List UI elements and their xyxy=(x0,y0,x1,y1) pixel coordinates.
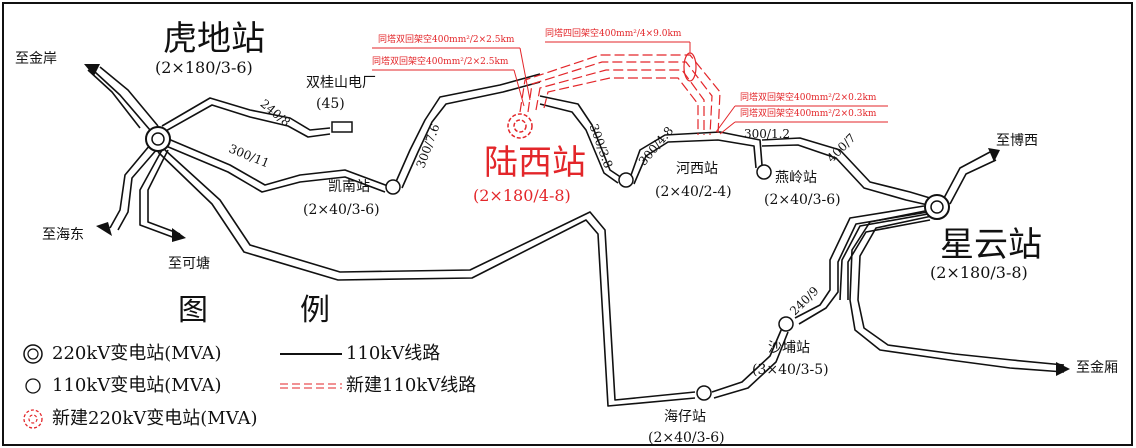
dest-haidong: 至海东 xyxy=(42,227,84,243)
lines-new-110kv xyxy=(519,54,721,136)
xingyun-capacity: (2×180/3-8) xyxy=(930,263,1028,282)
dest-jinan: 至金岸 xyxy=(15,51,57,67)
line-label: 300/1.2 xyxy=(744,127,791,141)
legend-110kv: 110kV变电站(MVA) xyxy=(52,375,222,396)
shabu-name: 沙埔站 xyxy=(768,340,810,356)
annotation: 同塔双回架空400mm²/2×0.3km xyxy=(740,109,877,119)
legend-220kv: 220kV变电站(MVA) xyxy=(52,343,222,364)
shabu-capacity: (3×40/3-5) xyxy=(752,362,829,378)
legend-title-1: 图 xyxy=(178,293,208,328)
dest-jinxiang: 至金厢 xyxy=(1076,360,1118,376)
kainan-name: 凯南站 xyxy=(328,179,370,195)
shabu-110kv-symbol xyxy=(778,316,794,332)
annotation: 同塔双回架空400mm²/2×0.2km xyxy=(740,93,877,103)
hexi-capacity: (2×40/2-4) xyxy=(655,184,732,200)
legend-new-110kv-line: 新建110kV线路 xyxy=(346,375,477,396)
annotation: 同塔双回架空400mm²/2×2.5km xyxy=(372,57,509,67)
hexi-name: 河西站 xyxy=(676,161,718,177)
xingyun-name: 星云站 xyxy=(940,225,1042,265)
yanling-110kv-symbol xyxy=(756,164,772,180)
luxi-name: 陆西站 xyxy=(484,143,586,183)
dest-ketang: 至可塘 xyxy=(168,256,210,272)
yanling-name: 燕岭站 xyxy=(775,170,817,186)
legend-110kv-line: 110kV线路 xyxy=(346,343,441,364)
haizai-capacity: (2×40/3-6) xyxy=(648,430,725,446)
dest-boxi: 至博西 xyxy=(996,133,1038,149)
hudi-name: 虎地站 xyxy=(163,19,265,59)
luxi-new-220kv-symbol xyxy=(507,113,533,139)
annotation: 同塔双回架空400mm²/2×2.5km xyxy=(378,35,515,45)
plant-symbol xyxy=(331,121,353,133)
tower-ring xyxy=(683,52,697,82)
kainan-110kv-symbol xyxy=(385,179,401,195)
annotation: 同塔四回架空400mm²/4×9.0km xyxy=(545,29,682,39)
legend-title-2: 例 xyxy=(300,293,330,328)
haizai-name: 海仔站 xyxy=(664,409,706,425)
annotation-leaders xyxy=(372,41,888,135)
legend-symbols xyxy=(23,344,342,429)
legend-new-220kv: 新建220kV变电站(MVA) xyxy=(52,408,258,429)
haizai-110kv-symbol xyxy=(696,385,712,401)
lines-110kv xyxy=(87,66,1065,407)
station-symbols xyxy=(145,121,950,401)
hexi-110kv-symbol xyxy=(618,172,634,188)
luxi-capacity: (2×180/4-8) xyxy=(473,186,571,205)
plant-name: 双桂山电厂 xyxy=(306,75,376,91)
arrowheads xyxy=(84,64,1070,376)
kainan-capacity: (2×40/3-6) xyxy=(303,202,380,218)
hudi-capacity: (2×180/3-6) xyxy=(155,58,253,77)
yanling-capacity: (2×40/3-6) xyxy=(764,192,841,208)
plant-capacity: (45) xyxy=(316,96,345,112)
